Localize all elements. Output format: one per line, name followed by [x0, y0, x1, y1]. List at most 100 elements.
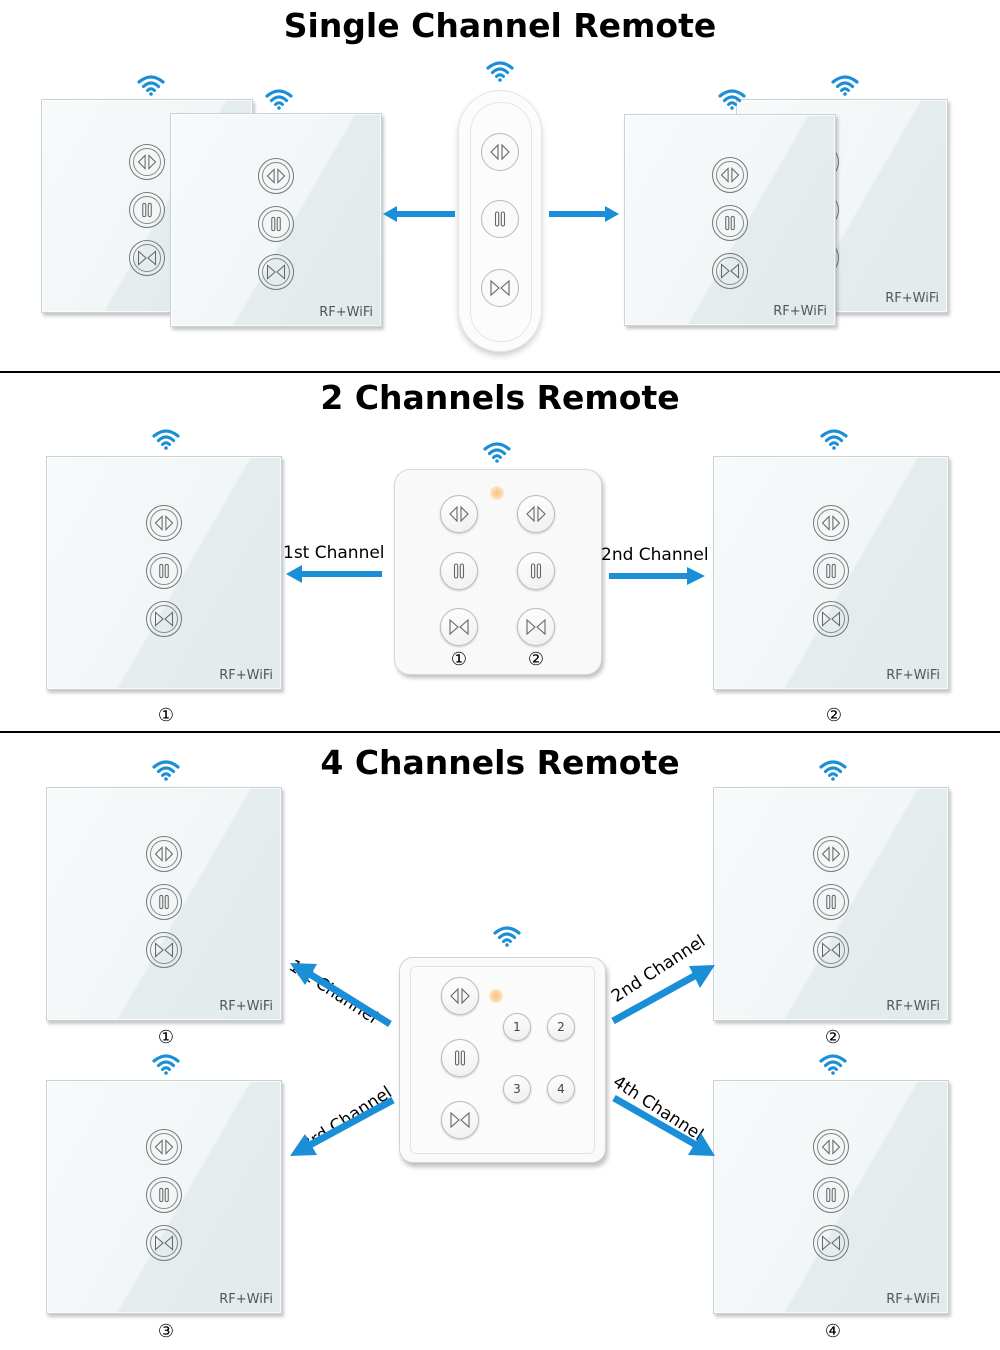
pause-icon [129, 192, 165, 228]
switch-label: RF+WiFi [886, 1292, 940, 1307]
wifi-icon [152, 759, 180, 781]
channel-2-button[interactable]: 2 [547, 1013, 575, 1041]
switch-label: RF+WiFi [886, 999, 940, 1014]
switch-label: RF+WiFi [219, 999, 273, 1014]
wifi-icon [820, 428, 848, 450]
close-curtain-icon [813, 1225, 849, 1261]
pause-icon [258, 206, 294, 242]
channel-marker-1: ① [157, 705, 175, 726]
arrow-right-icon [609, 567, 705, 585]
pause-button[interactable] [481, 200, 519, 238]
ch1-close-button[interactable] [440, 608, 478, 646]
wifi-icon [819, 1053, 847, 1075]
close-curtain-icon [146, 601, 182, 637]
ch1-open-button[interactable] [440, 495, 478, 533]
pause-icon [146, 1177, 182, 1213]
wifi-icon [137, 74, 165, 96]
close-curtain-icon [129, 240, 165, 276]
wall-switch: RF+WiFi [624, 114, 836, 326]
open-curtain-icon [146, 1129, 182, 1165]
pause-button[interactable] [441, 1039, 479, 1077]
channel-4-button[interactable]: 4 [547, 1075, 575, 1103]
channel-label-3: 3rd Channel [298, 1082, 396, 1156]
wall-switch-4: RF+WiFi [713, 1080, 949, 1314]
wall-switch-2: RF+WiFi [713, 456, 949, 690]
open-curtain-icon [146, 505, 182, 541]
pause-icon [813, 884, 849, 920]
channel-label-4: 4th Channel [609, 1072, 707, 1146]
wall-switch-1: RF+WiFi [46, 787, 282, 1021]
section-title-single: Single Channel Remote [283, 6, 717, 45]
ch2-close-button[interactable] [517, 608, 555, 646]
close-curtain-icon [258, 254, 294, 290]
open-button[interactable] [441, 977, 479, 1015]
close-curtain-icon [813, 932, 849, 968]
single-channel-remote [458, 90, 542, 352]
remote-marker-2: ② [527, 649, 545, 670]
ch2-open-button[interactable] [517, 495, 555, 533]
wifi-icon [483, 441, 511, 463]
led-indicator [490, 486, 504, 500]
switch-label: RF+WiFi [885, 291, 939, 306]
close-curtain-icon [146, 1225, 182, 1261]
open-curtain-icon [813, 1129, 849, 1165]
wifi-icon [831, 74, 859, 96]
open-button[interactable] [481, 133, 519, 171]
switch-label: RF+WiFi [886, 668, 940, 683]
channel-marker-4: ④ [824, 1321, 842, 1342]
open-curtain-icon [712, 157, 748, 193]
open-curtain-icon [258, 158, 294, 194]
section-divider [0, 371, 1000, 373]
open-curtain-icon [813, 505, 849, 541]
channel-marker-1: ① [157, 1027, 175, 1048]
wifi-icon [265, 88, 293, 110]
switch-label: RF+WiFi [319, 305, 373, 320]
pause-icon [813, 1177, 849, 1213]
channel-label-2: 2nd Channel [608, 931, 710, 1007]
open-curtain-icon [129, 144, 165, 180]
wall-switch-2: RF+WiFi [713, 787, 949, 1021]
four-channel-remote: 1 2 3 4 [399, 957, 606, 1163]
open-curtain-icon [813, 836, 849, 872]
open-curtain-icon [146, 836, 182, 872]
wifi-icon [493, 925, 521, 947]
channel-label-1: 1st Channel [285, 956, 382, 1029]
channel-label-2: 2nd Channel [601, 545, 709, 565]
pause-icon [712, 205, 748, 241]
arrow-left-icon [383, 206, 455, 222]
wall-switch: RF+WiFi [170, 113, 382, 327]
section-divider [0, 731, 1000, 733]
channel-1-button[interactable]: 1 [503, 1013, 531, 1041]
arrow-right-icon [549, 206, 619, 222]
close-button[interactable] [481, 269, 519, 307]
channel-3-button[interactable]: 3 [503, 1075, 531, 1103]
channel-marker-3: ③ [157, 1321, 175, 1342]
two-channel-remote: ① ② [394, 469, 602, 675]
remote-marker-1: ① [450, 649, 468, 670]
wifi-icon [152, 1053, 180, 1075]
section-title-four: 4 Channels Remote [320, 743, 680, 782]
close-button[interactable] [441, 1101, 479, 1139]
close-curtain-icon [813, 601, 849, 637]
switch-label: RF+WiFi [773, 304, 827, 319]
ch2-pause-button[interactable] [517, 552, 555, 590]
ch1-pause-button[interactable] [440, 552, 478, 590]
wifi-icon [486, 60, 514, 82]
arrow-left-icon [286, 565, 382, 583]
pause-icon [146, 884, 182, 920]
wifi-icon [152, 428, 180, 450]
channel-label-1: 1st Channel [283, 543, 385, 563]
pause-icon [813, 553, 849, 589]
wall-switch-1: RF+WiFi [46, 456, 282, 690]
channel-marker-2: ② [824, 1027, 842, 1048]
wifi-icon [819, 759, 847, 781]
switch-label: RF+WiFi [219, 1292, 273, 1307]
channel-marker-2: ② [825, 705, 843, 726]
section-title-two: 2 Channels Remote [320, 378, 680, 417]
wall-switch-3: RF+WiFi [46, 1080, 282, 1314]
wifi-icon [718, 88, 746, 110]
close-curtain-icon [712, 253, 748, 289]
switch-label: RF+WiFi [219, 668, 273, 683]
pause-icon [146, 553, 182, 589]
close-curtain-icon [146, 932, 182, 968]
